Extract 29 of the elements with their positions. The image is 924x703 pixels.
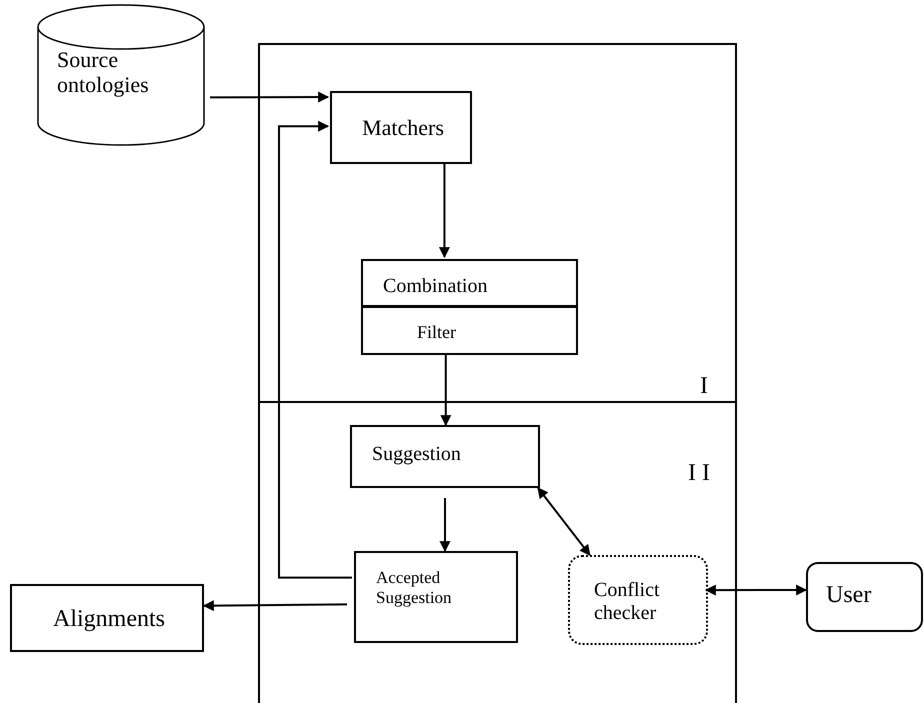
box-label: I	[700, 373, 709, 401]
box-label: Accepted Suggestion	[376, 568, 453, 608]
stage-panel	[258, 43, 737, 403]
box-label: User	[826, 582, 872, 610]
box-heading: Combination	[383, 275, 488, 298]
arrow	[537, 487, 591, 556]
arrow	[440, 353, 452, 426]
arrow	[438, 162, 450, 258]
arrow	[278, 120, 352, 579]
box-label: Suggestion	[372, 443, 462, 466]
actor-box	[806, 562, 923, 632]
box-label: Matchers	[361, 115, 445, 140]
arrow	[202, 600, 347, 612]
arrow	[440, 498, 450, 552]
process-box	[354, 551, 518, 643]
process-box	[568, 555, 708, 645]
process-box	[361, 259, 578, 355]
arrow	[210, 92, 330, 103]
process-box	[350, 425, 540, 488]
database-cylinder	[37, 5, 205, 145]
process-box	[330, 91, 472, 164]
box-label: I I	[688, 460, 711, 488]
box-label: Conflict checker	[594, 579, 661, 625]
box-label: Source ontologies	[57, 47, 150, 98]
box-label: Alignments	[52, 606, 166, 634]
arrow	[704, 584, 808, 596]
output-box	[10, 584, 204, 652]
box-label: Filter	[417, 322, 457, 343]
stage-panel	[258, 403, 737, 703]
